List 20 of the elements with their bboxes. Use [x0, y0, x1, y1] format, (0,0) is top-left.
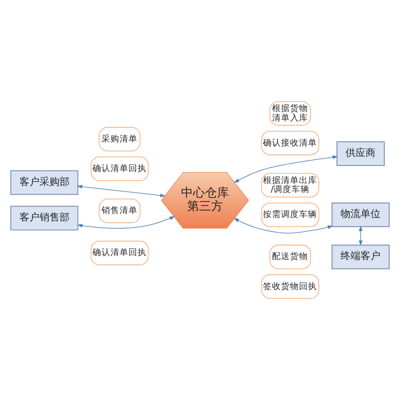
node-box: 终端客户: [332, 244, 390, 270]
arrow: [76, 184, 166, 198]
node-box: 采购清单: [98, 126, 140, 152]
node-box: 物流单位: [332, 202, 390, 228]
node-box: 按需调度车辆: [261, 202, 320, 228]
node-box: 客户销售部: [10, 206, 78, 230]
node-box: 签收货物回执: [261, 274, 320, 299]
arrow: [234, 218, 333, 234]
arrow: [77, 216, 175, 229]
node-box: 确认清单回执: [90, 156, 149, 181]
arrow: [358, 226, 362, 246]
node-box: 配送货物: [269, 244, 312, 270]
node-box: 根据货物清单入库: [269, 101, 312, 126]
arrow: [234, 155, 338, 183]
node-box: 客户采购部: [10, 170, 78, 195]
node-box: 确认清单回执: [90, 240, 149, 266]
node-box: 确认接收清单: [261, 130, 320, 156]
node-box: 根据清单出库/调度车辆: [261, 172, 320, 198]
node-box: 供应商: [336, 141, 385, 166]
node-box: 销售清单: [98, 198, 140, 224]
